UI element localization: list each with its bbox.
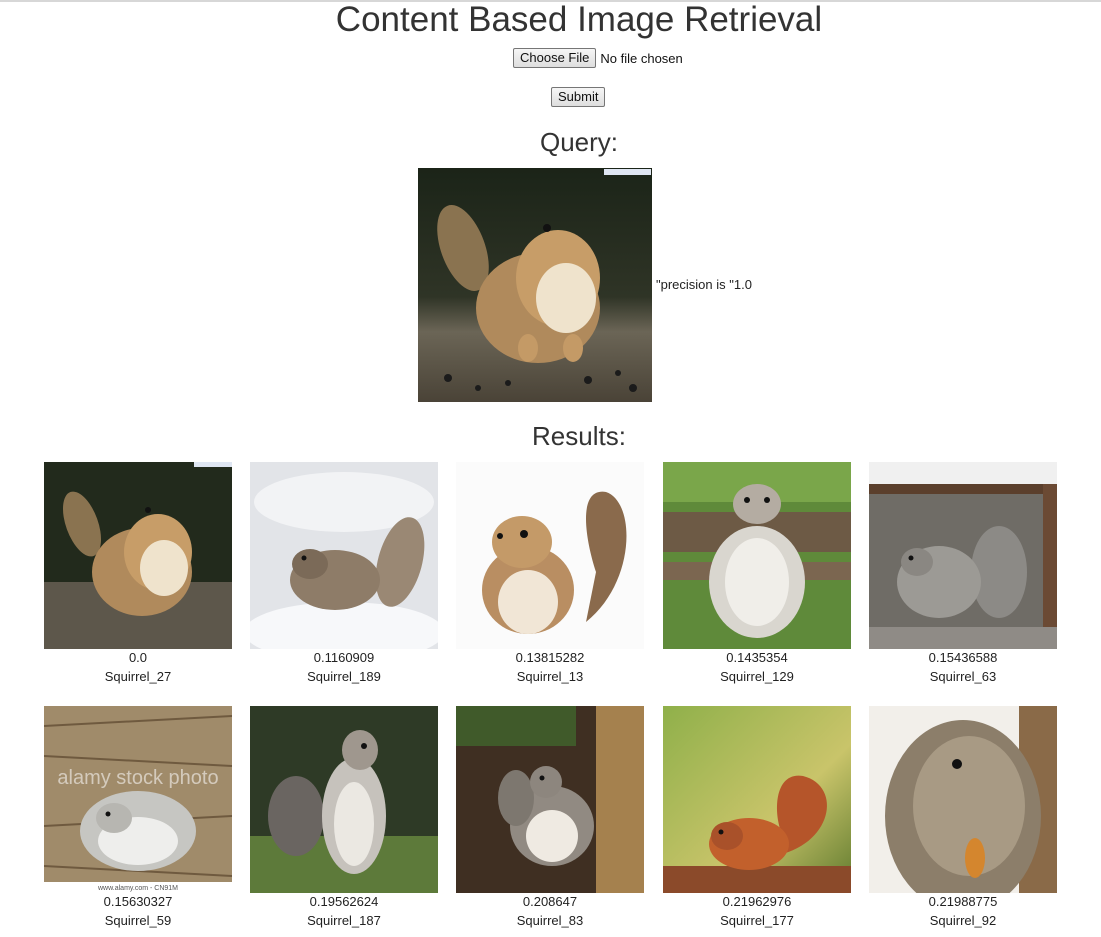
result-caption-1: 0.0 Squirrel_27 <box>44 648 232 686</box>
result-score: 0.15630327 <box>103 894 173 909</box>
result-image-3 <box>456 462 644 649</box>
file-upload-row: Choose File No file chosen <box>513 48 683 68</box>
result-label: Squirrel_177 <box>720 913 794 928</box>
result-caption-9: 0.21962976 Squirrel_177 <box>663 892 851 930</box>
file-status-text: No file chosen <box>600 50 683 66</box>
submit-button[interactable]: Submit <box>551 87 606 107</box>
result-label: Squirrel_129 <box>720 669 794 684</box>
result-score: 0.208647 <box>522 894 578 909</box>
result-score: 0.21962976 <box>722 894 792 909</box>
result-label: Squirrel_13 <box>516 669 584 684</box>
result-label: Squirrel_59 <box>104 913 172 928</box>
results-heading: Results: <box>532 421 626 451</box>
result-label: Squirrel_189 <box>307 669 381 684</box>
query-heading: Query: <box>539 127 619 157</box>
result-image-1 <box>44 462 232 649</box>
result-image-10 <box>869 706 1057 893</box>
result-label: Squirrel_83 <box>516 913 584 928</box>
result-label: Squirrel_92 <box>929 913 997 928</box>
result-image-9 <box>663 706 851 893</box>
choose-file-button[interactable]: Choose File <box>513 48 597 68</box>
result-image-6: alamy stock photo www.alamy.com - CN91M <box>44 706 232 893</box>
result-caption-5: 0.15436588 Squirrel_63 <box>869 648 1057 686</box>
result-caption-7: 0.19562624 Squirrel_187 <box>250 892 438 930</box>
query-image <box>418 168 652 402</box>
result-image-2 <box>250 462 438 649</box>
result-score: 0.15436588 <box>928 650 998 665</box>
result-caption-3: 0.13815282 Squirrel_13 <box>456 648 644 686</box>
result-caption-4: 0.1435354 Squirrel_129 <box>663 648 851 686</box>
result-image-8 <box>456 706 644 893</box>
alamy-watermark: alamy stock photo <box>57 767 218 789</box>
result-image-4 <box>663 462 851 649</box>
result-score: 0.1160909 <box>313 650 375 665</box>
result-caption-6: 0.15630327 Squirrel_59 <box>44 892 232 930</box>
result-label: Squirrel_63 <box>929 669 997 684</box>
precision-text: "precision is "1.0 <box>656 277 752 292</box>
result-image-7 <box>250 706 438 893</box>
page-title: Content Based Image Retrieval <box>335 0 823 39</box>
result-score: 0.19562624 <box>309 894 379 909</box>
result-score: 0.13815282 <box>515 650 585 665</box>
result-label: Squirrel_187 <box>307 913 381 928</box>
result-score: 0.1435354 <box>726 650 788 665</box>
result-caption-10: 0.21988775 Squirrel_92 <box>869 892 1057 930</box>
result-image-5 <box>869 462 1057 649</box>
result-label: Squirrel_27 <box>104 669 172 684</box>
result-caption-2: 0.1160909 Squirrel_189 <box>250 648 438 686</box>
result-score: 0.21988775 <box>928 894 998 909</box>
result-caption-8: 0.208647 Squirrel_83 <box>456 892 644 930</box>
alamy-footer-text: www.alamy.com - CN91M <box>97 885 178 892</box>
result-score: 0.0 <box>128 650 148 665</box>
top-divider <box>0 0 1101 2</box>
